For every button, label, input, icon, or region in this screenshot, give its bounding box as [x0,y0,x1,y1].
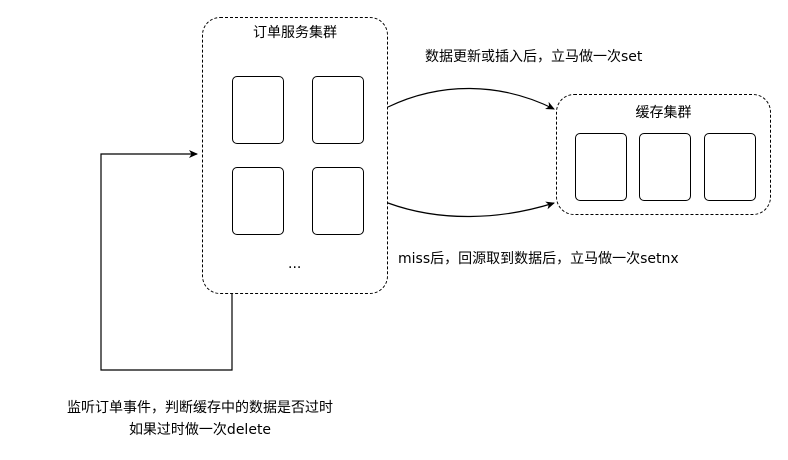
order-cluster-title: 订单服务集群 [253,25,337,41]
listen-delete-line-1: 监听订单事件，判断缓存中的数据是否过时 [67,400,333,416]
order-node-1 [232,76,284,144]
order-service-cluster: 订单服务集群 [202,17,388,294]
order-node-3 [232,167,284,235]
order-node-4 [312,167,364,235]
order-cluster-ellipsis: ... [288,256,302,272]
edge-label-update-set: 数据更新或插入后，立马做一次set [425,49,643,65]
cache-node-2 [639,133,691,201]
order-node-2 [312,76,364,144]
cache-cluster-title: 缓存集群 [635,105,692,121]
listen-delete-line-2: 如果过时做一次delete [128,422,272,438]
edge-listen-delete-arrow [100,150,233,371]
edge-update-set-arrow [387,87,555,110]
cache-node-3 [704,133,756,201]
edge-label-listen-delete: 监听订单事件，判断缓存中的数据是否过时 如果过时做一次delete [20,397,380,441]
edge-miss-setnx-arrow [387,201,555,218]
edge-label-miss-setnx: miss后，回源取到数据后，立马做一次setnx [398,251,679,267]
cache-node-1 [575,133,627,201]
